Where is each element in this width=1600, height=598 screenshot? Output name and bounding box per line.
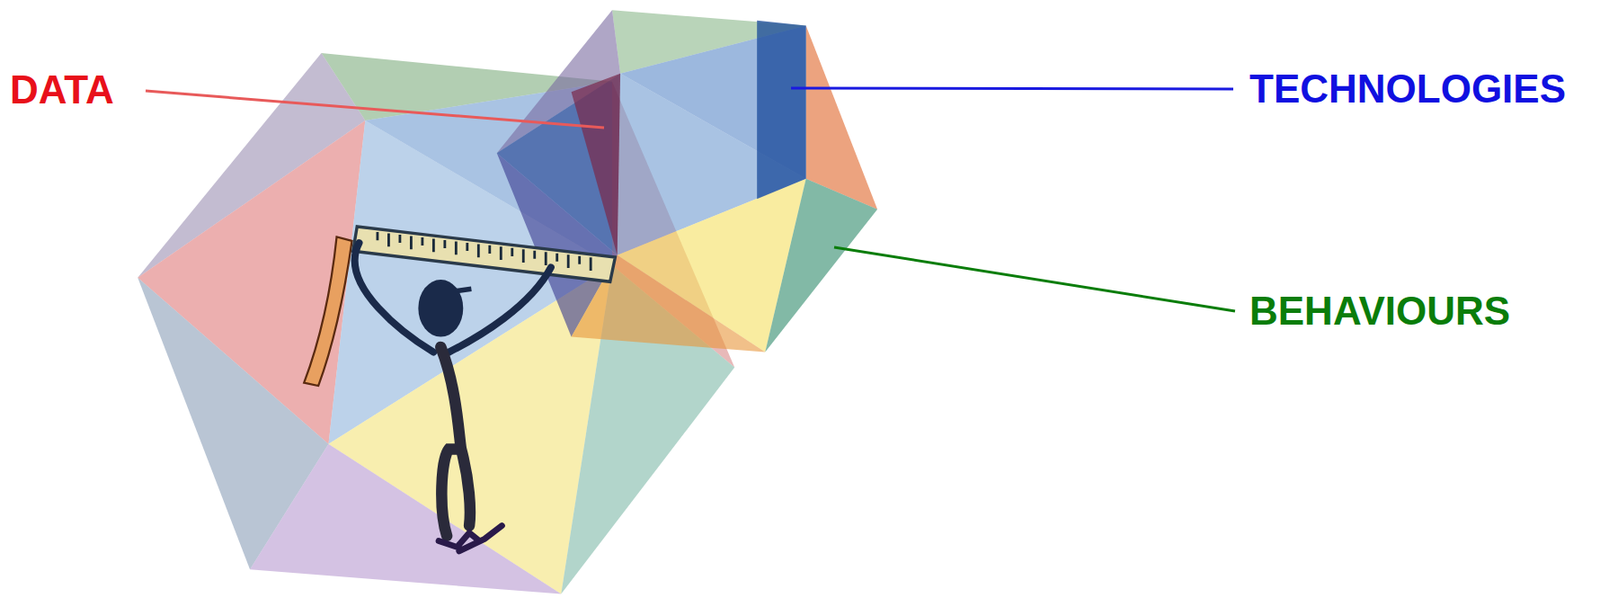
leader-lines <box>145 88 1236 312</box>
icosahedra <box>137 9 878 594</box>
leader-line <box>145 90 605 128</box>
polyhedron-face <box>249 444 561 595</box>
stick-figure <box>303 226 615 552</box>
leader-line <box>791 88 1234 89</box>
callout-label: DATA <box>9 66 115 115</box>
polyhedron-face <box>571 73 621 256</box>
callout-label: TECHNOLOGIES <box>1249 65 1566 114</box>
polyhedron-face <box>764 178 878 353</box>
callout-label: BEHAVIOURS <box>1249 287 1511 336</box>
leader-line <box>834 247 1236 312</box>
polyhedron-face <box>806 25 878 209</box>
polyhedron-face <box>756 20 806 200</box>
